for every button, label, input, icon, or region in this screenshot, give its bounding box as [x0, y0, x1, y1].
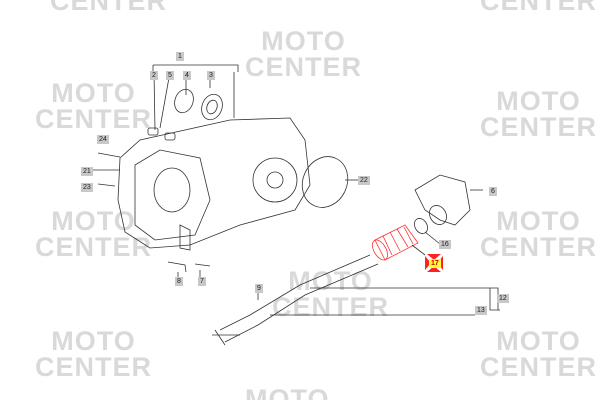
- callout-5[interactable]: 5: [166, 71, 174, 80]
- watermark-text: CENTER: [35, 352, 153, 382]
- cover-detail: [266, 171, 284, 189]
- callout-7[interactable]: 7: [198, 277, 206, 286]
- callout-13[interactable]: 13: [475, 306, 487, 315]
- watermark-text: CENTER: [35, 104, 153, 134]
- small-parts: [167, 261, 211, 273]
- leader-line: [424, 231, 441, 245]
- watermark-text: MOTO: [245, 384, 330, 400]
- cover-detail: [134, 149, 211, 241]
- callout-12[interactable]: 12: [497, 294, 509, 303]
- watermark: CENTER: [480, 0, 598, 16]
- watermark-text: MOTO: [51, 78, 136, 108]
- watermark-text: MOTO: [496, 206, 581, 236]
- watermark-text: MOTO: [496, 86, 581, 116]
- callout-1[interactable]: 1: [176, 52, 184, 61]
- watermark: MOTO: [245, 386, 330, 400]
- callout-4[interactable]: 4: [183, 71, 191, 80]
- leader-line: [88, 152, 121, 187]
- cover-detail: [252, 157, 298, 203]
- intake-pipe-part: [219, 254, 379, 343]
- circlip-part: [174, 88, 194, 114]
- callout-23[interactable]: 23: [81, 183, 93, 192]
- watermark-text: MOTO: [496, 326, 581, 356]
- callout-17-highlighted[interactable]: 17: [429, 259, 441, 268]
- bushing-part: [147, 127, 159, 136]
- watermark-text: CENTER: [480, 112, 598, 142]
- cover-detail: [179, 224, 191, 251]
- cover-detail: [153, 167, 191, 213]
- callout-8[interactable]: 8: [175, 277, 183, 286]
- clamp-part: [414, 218, 428, 234]
- watermark-text: MOTO: [261, 26, 346, 56]
- callout-22[interactable]: 22: [358, 176, 370, 185]
- duct-detail: [429, 205, 447, 225]
- pipe-detail: [212, 329, 240, 346]
- watermark-text: CENTER: [480, 352, 598, 382]
- watermark: CENTER: [50, 0, 168, 16]
- callout-6[interactable]: 6: [489, 187, 497, 196]
- bellows-part-highlighted: [372, 224, 419, 261]
- leader-line: [270, 287, 500, 316]
- inspection-cover-part: [301, 156, 349, 208]
- watermark-text: MOTO: [51, 326, 136, 356]
- watermark-text: CENTER: [272, 292, 390, 322]
- callout-9[interactable]: 9: [255, 284, 263, 293]
- watermark-text: CENTER: [35, 232, 153, 262]
- leader-line: [152, 64, 239, 72]
- air-duct-part: [414, 174, 471, 226]
- leader-line: [177, 270, 259, 300]
- bearing-part: [201, 93, 223, 121]
- callout-21[interactable]: 21: [81, 167, 93, 176]
- callout-24[interactable]: 24: [97, 135, 109, 144]
- leader-line: [411, 244, 426, 256]
- callout-16[interactable]: 16: [439, 240, 451, 249]
- callout-2[interactable]: 2: [150, 71, 158, 80]
- watermark-text: CENTER: [50, 0, 168, 16]
- watermark-text: CENTER: [480, 0, 598, 16]
- bearing-inner: [206, 99, 218, 115]
- leader-line: [153, 71, 235, 131]
- callout-3[interactable]: 3: [207, 71, 215, 80]
- crankcase-cover-part: [117, 117, 311, 249]
- watermark-text: CENTER: [245, 52, 363, 82]
- watermark-text: CENTER: [480, 232, 598, 262]
